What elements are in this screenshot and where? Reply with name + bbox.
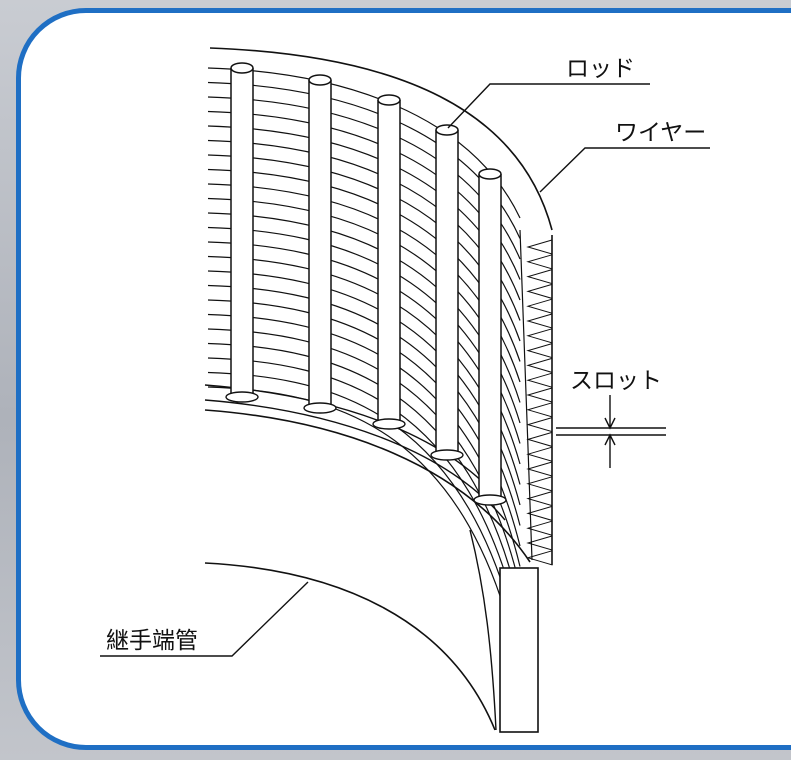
rods — [225, 62, 507, 506]
wire-label: ワイヤー — [615, 120, 706, 146]
wire-arc — [207, 110, 521, 280]
wire-arc — [207, 81, 521, 239]
wire-tooth — [526, 342, 553, 359]
wire-tooth — [526, 283, 553, 300]
wire-tooth — [526, 298, 553, 314]
rod-weld — [303, 402, 337, 414]
rod-leader-line — [447, 83, 650, 129]
wire-arcs — [207, 67, 521, 670]
wire-profile-teeth — [526, 239, 553, 566]
joint-pipe-wall — [499, 567, 539, 733]
wire-tooth — [526, 357, 553, 374]
rod-top — [308, 74, 332, 86]
slot-label: スロット — [570, 368, 662, 394]
wire-arc — [207, 270, 521, 506]
wire-arc — [207, 386, 521, 670]
joint-pipe-inner-curve — [204, 562, 496, 731]
rod-weld — [225, 391, 259, 403]
rod-top — [478, 168, 502, 180]
wire-arc — [207, 328, 521, 588]
wire-tooth — [526, 490, 553, 507]
wire-tooth — [526, 268, 553, 285]
joint-pipe-leader-line — [100, 581, 309, 657]
rod-weld — [372, 418, 406, 430]
wire-tooth — [526, 254, 553, 270]
slot-arrow-top — [604, 395, 616, 430]
rod-body — [230, 68, 254, 398]
rod-body — [478, 174, 502, 501]
joint-pipe-outer-curve — [469, 529, 497, 731]
rod-top — [377, 94, 401, 106]
base-ring-mid — [204, 399, 506, 521]
wire-arc — [207, 197, 521, 403]
wire-outer-boundary — [209, 47, 553, 231]
wire-leader-line — [539, 147, 710, 193]
joint-pipe-label: 継手端管 — [106, 628, 198, 654]
rod-body — [377, 100, 401, 425]
wire-tooth — [526, 476, 553, 492]
wire-tooth — [526, 505, 553, 522]
base-ring-bottom — [204, 409, 531, 563]
wire-tooth — [526, 313, 553, 329]
wire-tooth — [526, 387, 553, 403]
wire-arc — [207, 154, 521, 342]
rod-weld — [473, 494, 507, 506]
rod-label: ロッド — [566, 56, 635, 82]
wire-tooth — [526, 431, 553, 448]
wire-tooth — [526, 416, 553, 433]
rod-weld — [430, 449, 464, 461]
wire-tooth — [526, 461, 553, 477]
rod-top — [230, 62, 254, 74]
wire-tooth — [526, 402, 553, 418]
wire-tooth — [526, 446, 553, 462]
wire-tooth — [526, 239, 553, 255]
wire-tooth — [526, 372, 553, 388]
wire-arc — [207, 255, 521, 485]
wire-inner-edge — [519, 229, 533, 561]
rod-top — [435, 124, 459, 136]
rod-body — [308, 80, 332, 409]
rod-body — [435, 130, 459, 456]
wire-arc — [207, 96, 521, 260]
wire-arc — [207, 299, 521, 547]
wire-tooth — [526, 328, 553, 344]
slot-arrow-bottom — [604, 433, 616, 468]
wire-arc — [207, 313, 521, 567]
wire-arc — [207, 183, 521, 383]
diagram-panel — [16, 8, 791, 750]
